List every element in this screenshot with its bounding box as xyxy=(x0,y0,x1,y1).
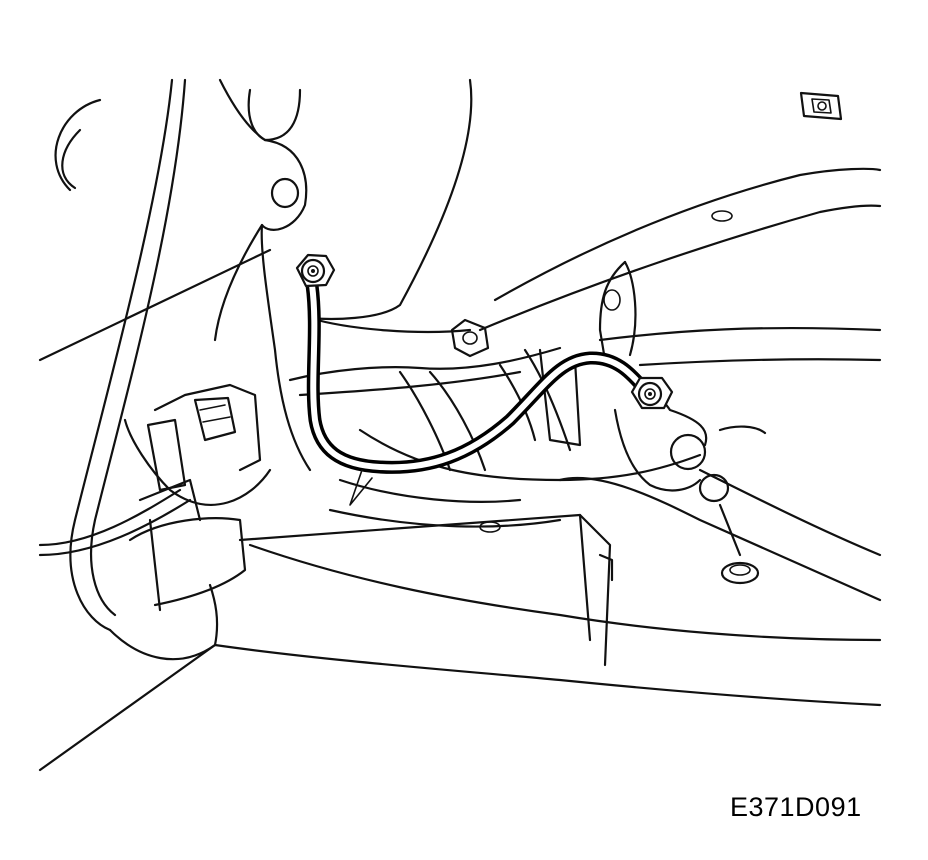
ground-bolt-icon xyxy=(295,253,336,288)
ground-cable-icon xyxy=(305,278,652,506)
frame-rail xyxy=(308,78,882,367)
cross-member xyxy=(213,346,882,707)
ground-bolt-icon xyxy=(630,376,674,410)
rail-clip xyxy=(450,318,490,358)
front-view-indicator-icon xyxy=(799,91,843,121)
left-body-panel xyxy=(38,78,272,772)
strut-bracket xyxy=(213,78,312,472)
wiring-harness-connector xyxy=(123,383,272,612)
figure-code-label: E371D091 xyxy=(730,792,862,822)
